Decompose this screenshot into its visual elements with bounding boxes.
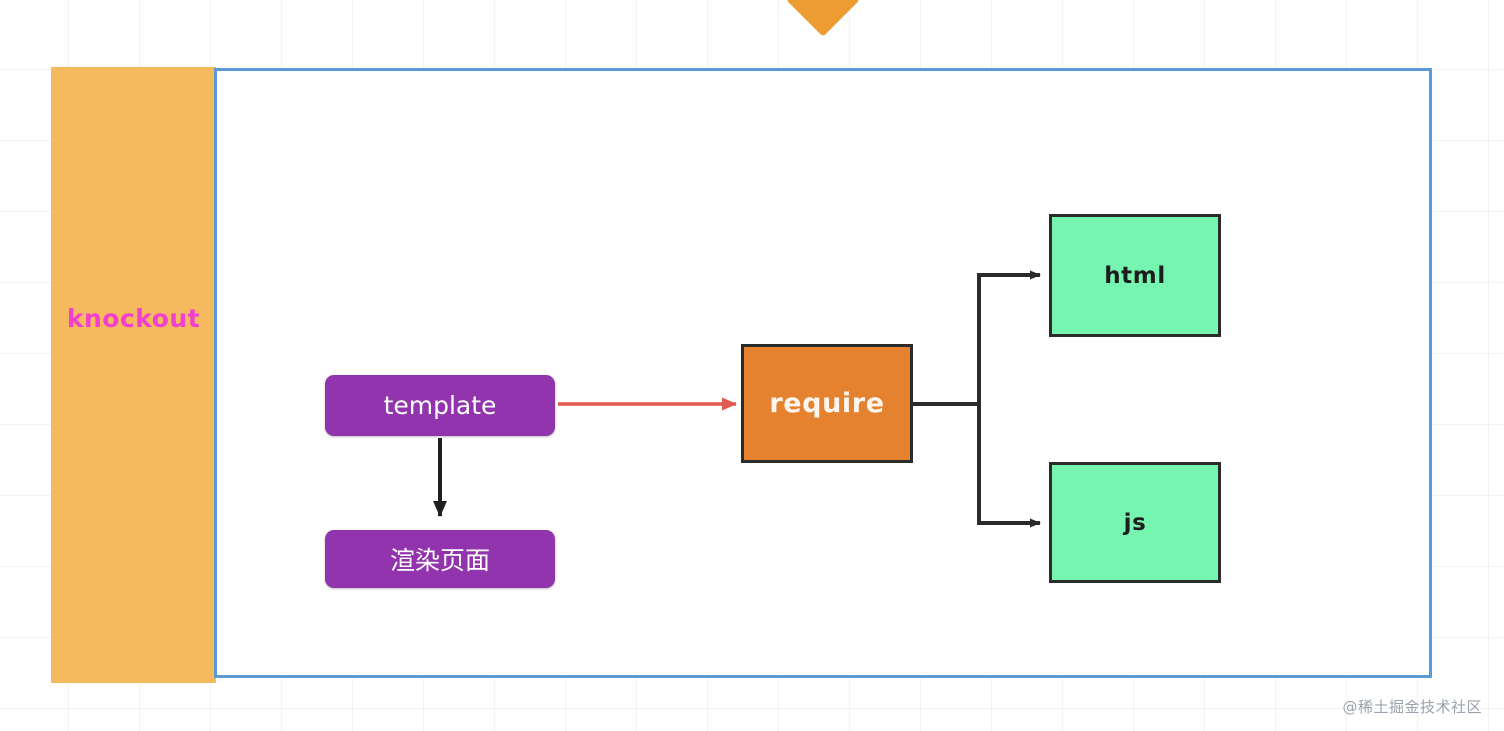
node-render-page-label: 渲染页面 <box>389 546 490 575</box>
node-js[interactable]: js <box>1049 462 1221 583</box>
knockout-panel-label: knockout <box>66 303 201 333</box>
node-html[interactable]: html <box>1049 214 1221 337</box>
node-render-page[interactable]: 渲染页面 <box>325 530 555 588</box>
top-orange-diamond-marker <box>786 0 860 37</box>
node-template[interactable]: template <box>325 375 555 436</box>
node-js-label: js <box>1123 509 1147 536</box>
watermark: @稀土掘金技术社区 <box>1342 698 1482 716</box>
node-require[interactable]: require <box>741 344 913 463</box>
node-html-label: html <box>1104 262 1166 289</box>
node-require-label: require <box>769 388 885 419</box>
knockout-panel: knockout <box>51 67 216 683</box>
node-template-label: template <box>383 391 497 420</box>
